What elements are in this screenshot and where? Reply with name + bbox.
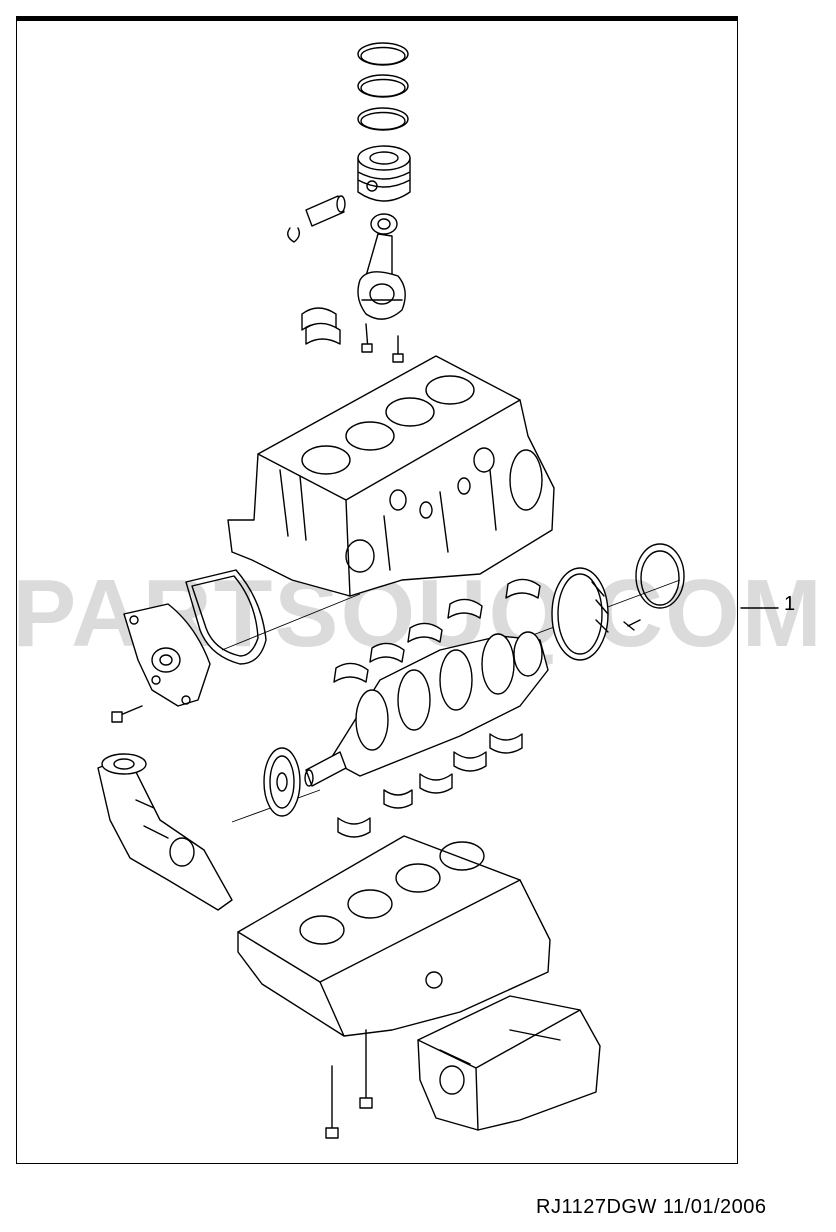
water-pump <box>123 603 211 707</box>
piston-pin <box>287 195 346 243</box>
dowel-pin <box>623 619 641 631</box>
water-pump-gasket <box>185 569 267 665</box>
diagram-frame <box>16 16 738 1164</box>
crankshaft <box>304 631 549 787</box>
rear-oil-seal <box>635 543 685 609</box>
connecting-rod <box>357 213 406 320</box>
rod-bearing-shells <box>301 307 341 345</box>
pump-bolt-head <box>111 711 123 723</box>
oil-pump-front-cover <box>97 753 233 911</box>
cylinder-block <box>227 355 555 597</box>
crankcase-bolts <box>325 1029 373 1139</box>
rod-bolts <box>361 323 404 363</box>
crankshaft-gear <box>263 747 301 817</box>
reluctor-ring <box>551 567 609 661</box>
piston-rings <box>357 42 409 131</box>
piston <box>357 145 411 202</box>
drawing-code: RJ1127DGW 11/01/2006 <box>536 1196 767 1218</box>
balance-shaft-assembly <box>417 995 601 1131</box>
main-bearing-shells <box>333 578 541 838</box>
lower-crankcase <box>237 835 551 1037</box>
callout-number: 1 <box>784 593 796 615</box>
